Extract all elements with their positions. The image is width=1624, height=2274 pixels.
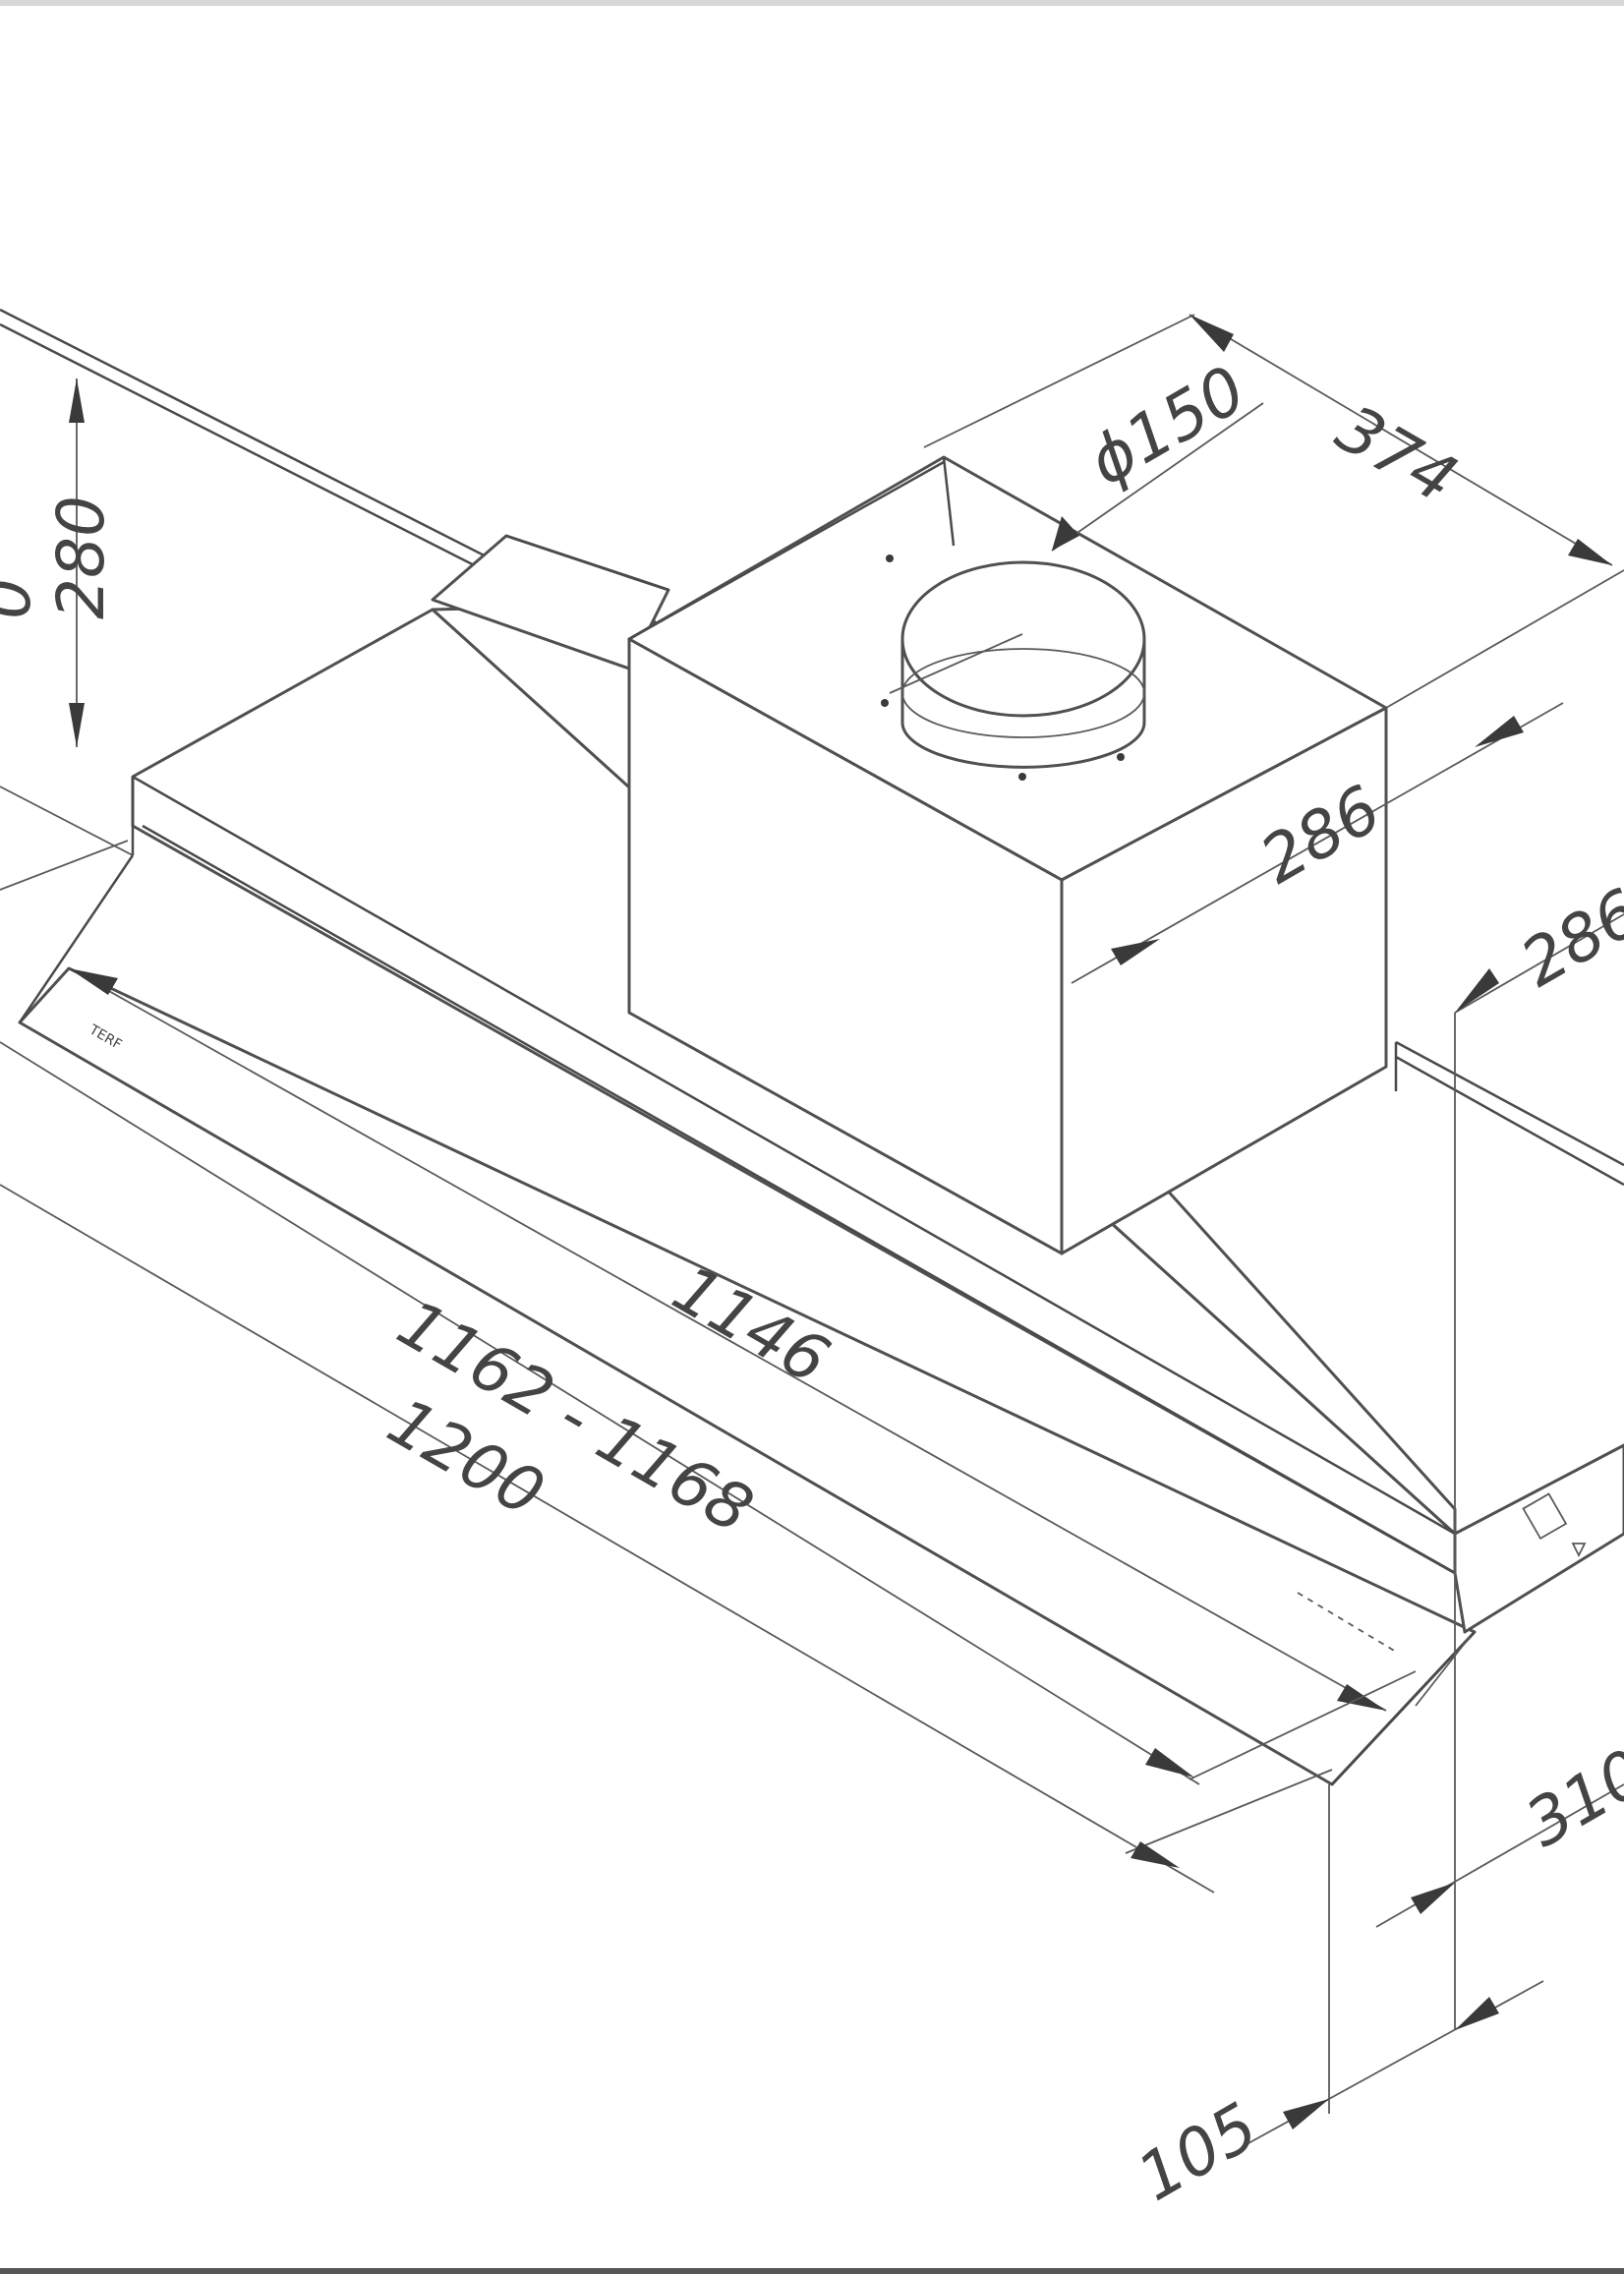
dim-310: 310 [1375, 1734, 1624, 1928]
rear-brackets [431, 534, 1624, 1187]
dim-105: 105 [1126, 1784, 1544, 2216]
dim-286-side: 286 [1454, 874, 1624, 2030]
visor-slide-indicator [1297, 1592, 1397, 1653]
dim-duct-label: ϕ150 [1076, 351, 1258, 499]
dim-280: 280 0 [0, 379, 119, 747]
dim-280-label: 280 [43, 496, 119, 619]
dim-310-label: 310 [1514, 1734, 1624, 1862]
control-switch [1522, 1492, 1568, 1541]
duct-collar [881, 554, 1146, 781]
top-border [0, 0, 1624, 6]
dim-286-side-label: 286 [1509, 874, 1624, 1002]
chevron-down-icon [1571, 1543, 1587, 1558]
bottom-border [0, 2268, 1624, 2274]
dim-partial-label: 0 [0, 578, 45, 619]
dim-105-label: 105 [1126, 2088, 1271, 2216]
dim-duct-diameter: ϕ150 [1051, 351, 1264, 552]
front-visor: TERF [18, 854, 1477, 1786]
dim-374-label: 374 [1324, 390, 1470, 518]
right-end-cap [1453, 1443, 1624, 1634]
